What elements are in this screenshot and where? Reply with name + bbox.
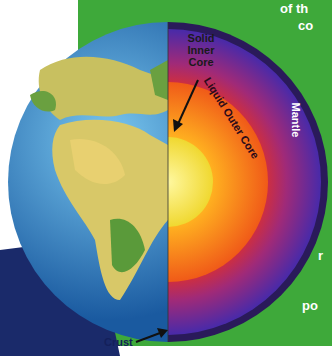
part-label: co bbox=[298, 20, 313, 32]
part-label: Crust bbox=[104, 336, 133, 348]
arrow-head bbox=[173, 119, 183, 132]
arrow-head bbox=[157, 328, 168, 338]
part-label: po bbox=[302, 300, 318, 312]
part-label: Mantle bbox=[290, 103, 302, 138]
leader-line bbox=[136, 333, 160, 342]
part-label: r bbox=[318, 250, 323, 262]
part-label: Solid Inner Core bbox=[178, 32, 224, 68]
leader-line bbox=[178, 80, 198, 124]
part-label: of th bbox=[280, 3, 308, 15]
